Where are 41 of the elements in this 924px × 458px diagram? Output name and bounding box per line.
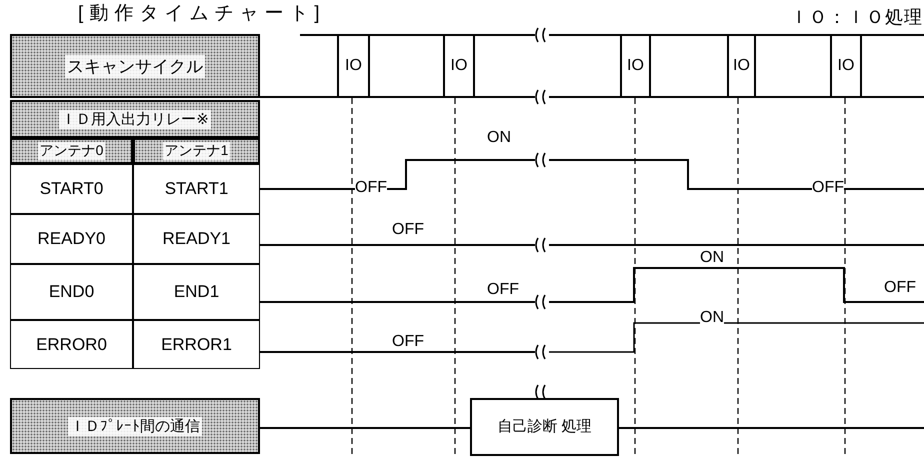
signal-label: IO — [838, 57, 854, 75]
signal-label: アンテナ1 — [162, 142, 230, 160]
io-slot — [337, 36, 370, 96]
io-slot — [727, 36, 756, 96]
signal-name-panel — [10, 398, 260, 454]
signal-label: READY1 — [162, 229, 231, 249]
connector-line — [260, 427, 470, 429]
signal-name-panel — [10, 100, 260, 138]
signal-label: ＩＤ用入出力リレー※ — [59, 110, 211, 128]
signal-label: ＩＤﾌﾟﾚｰﾄ間の通信 — [68, 416, 202, 436]
signal-name-cell — [10, 164, 133, 214]
signal-label: IO — [627, 57, 644, 75]
signal-name-panel — [10, 138, 133, 164]
signal-name-panel — [10, 34, 260, 98]
signal-name-cell — [10, 320, 133, 369]
signal-label: スキャンサイクル — [65, 54, 205, 78]
signal-name-cell — [133, 214, 260, 264]
signal-label: IO — [345, 57, 362, 75]
signal-label: ERROR1 — [161, 334, 232, 354]
signal-label: START0 — [40, 179, 104, 199]
io-slot — [830, 36, 862, 96]
signal-label: IO — [450, 57, 468, 75]
signal-name-cell — [133, 320, 260, 369]
signal-label: READY0 — [37, 229, 106, 249]
signal-label: IO — [733, 57, 750, 75]
signal-label: START1 — [164, 179, 228, 199]
signal-name-cell — [133, 164, 260, 214]
process-box — [470, 398, 619, 456]
signal-label: ERROR0 — [36, 334, 107, 354]
io-slot — [620, 36, 651, 96]
legend-note: ＩＯ：ＩＯ処理 — [790, 8, 923, 26]
io-slot — [443, 36, 475, 96]
signal-name-cell — [133, 264, 260, 320]
signal-name-cell — [10, 264, 133, 320]
state-label: ON — [700, 310, 724, 326]
signal-label: END0 — [48, 282, 94, 302]
signal-name-panel — [133, 138, 260, 164]
signal-label: END1 — [174, 282, 220, 302]
signal-label: アンテナ0 — [38, 142, 106, 160]
signal-name-cell — [10, 214, 133, 264]
signal-label: 自己診断 処理 — [497, 418, 592, 436]
